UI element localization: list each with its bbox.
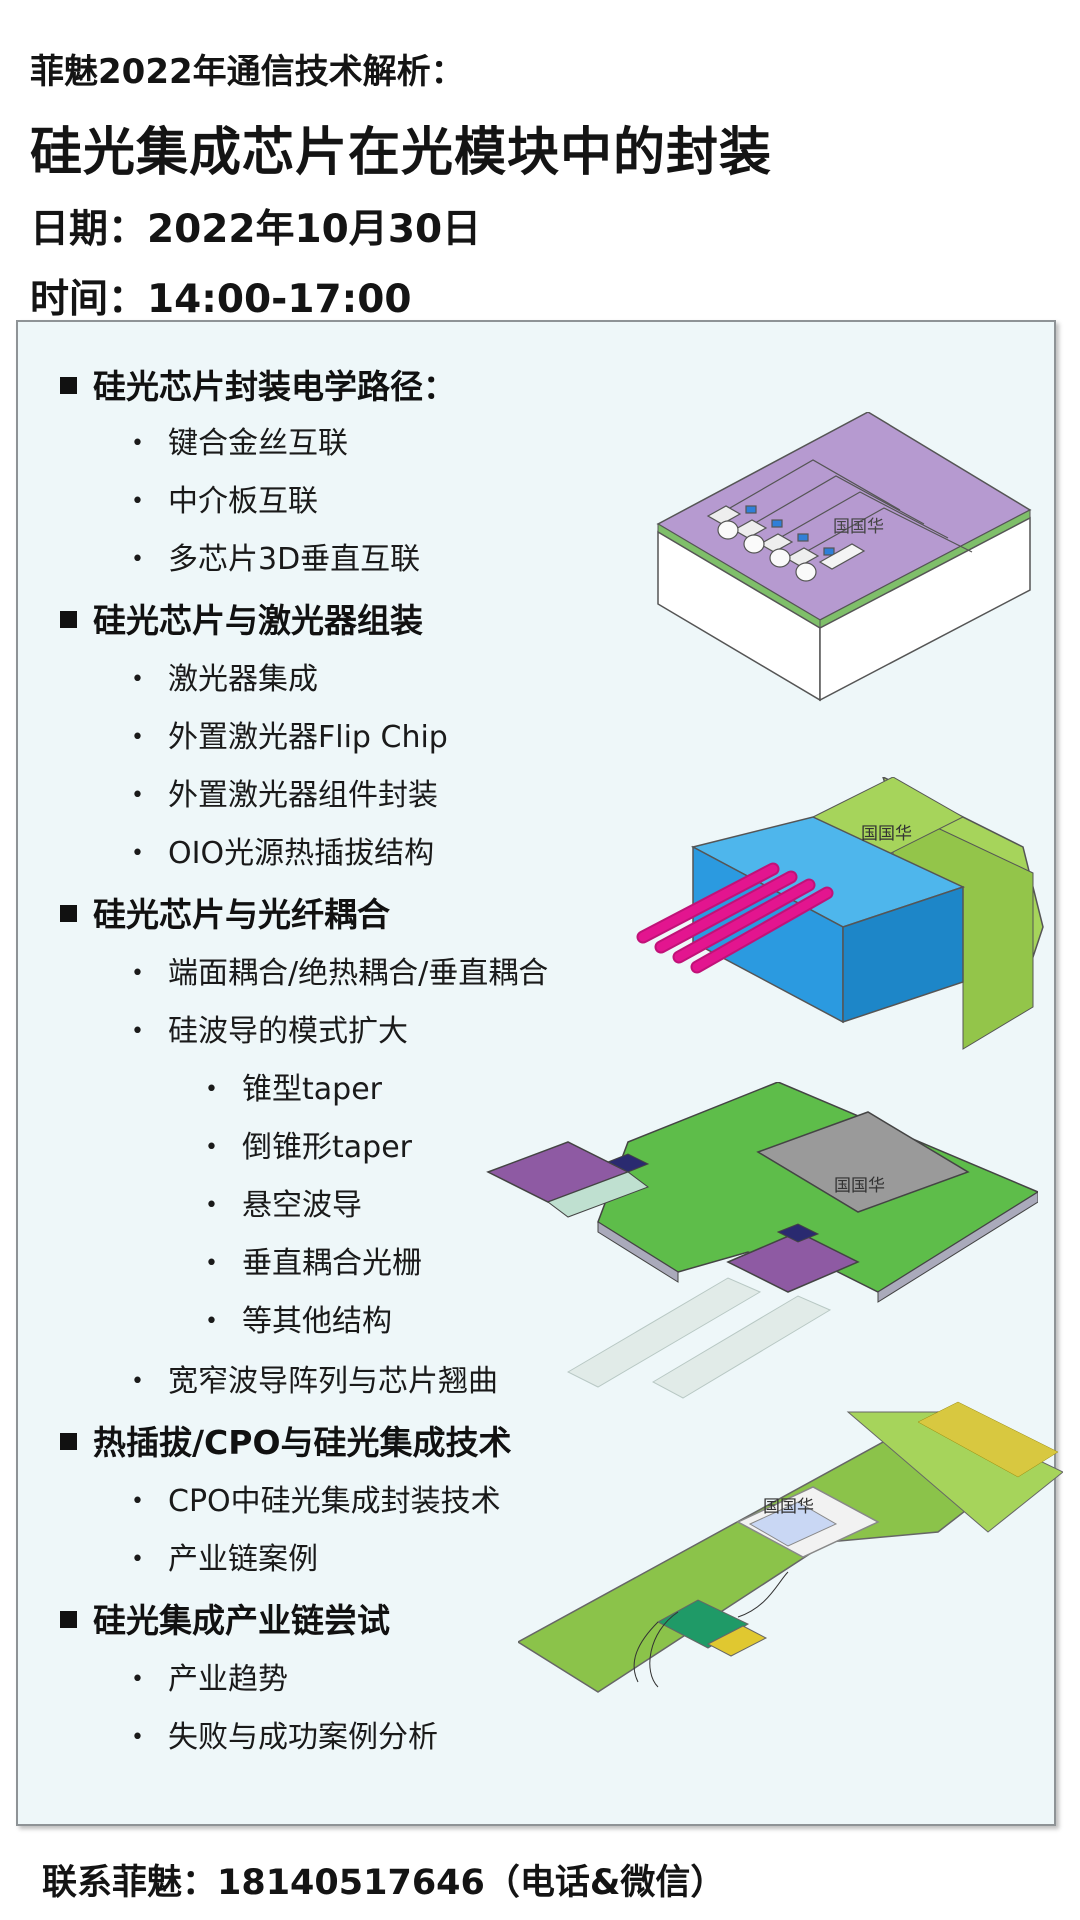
square-bullet-icon [60,1433,77,1450]
bullet-dot-icon: • [131,431,144,456]
outline-text: 外置激光器Flip Chip [168,720,448,755]
cpo-module-board-figure: 国国华 [518,1401,1063,1693]
section-heading: 硅光芯片与光纤耦合 [60,888,390,936]
square-bullet-icon [60,1611,77,1628]
list-item: • 多芯片3D垂直互联 [131,534,420,578]
figure-2-watermark: 国国华 [861,824,912,844]
list-item: • OIO光源热插拔结构 [131,828,434,872]
section-heading: 热插拔/CPO与硅光集成技术 [60,1416,512,1464]
bullet-dot-icon: • [205,1309,218,1334]
outline-text: 多芯片3D垂直互联 [168,542,421,577]
outline-text: 悬空波导 [242,1188,362,1223]
section-heading: 硅光芯片与激光器组装 [60,594,423,642]
subtitle: 菲魅2022年通信技术解析： [30,52,465,92]
outline-text: CPO中硅光集成封装技术 [168,1484,501,1519]
list-item: • 外置激光器Flip Chip [131,712,448,756]
figure-4-watermark: 国国华 [763,1497,814,1517]
figure-3-watermark: 国国华 [834,1176,885,1196]
wire-bond-package-figure: 国国华 [656,412,1032,702]
list-item: • 端面耦合/绝热耦合/垂直耦合 [131,948,548,992]
outline-text: 硅光芯片与激光器组装 [93,601,423,640]
outline-text: 硅光集成产业链尝试 [93,1601,390,1640]
outline-text: 失败与成功案例分析 [168,1720,438,1755]
bullet-dot-icon: • [205,1077,218,1102]
bullet-dot-icon: • [131,1547,144,1572]
list-item: • 等其他结构 [205,1296,392,1340]
outline-text: 激光器集成 [168,662,318,697]
list-item: • 键合金丝互联 [131,418,348,462]
outline-text: OIO光源热插拔结构 [168,836,435,871]
outline-text: 产业链案例 [168,1542,318,1577]
list-item: • 锥型taper [205,1064,382,1108]
bullet-dot-icon: • [131,1019,144,1044]
bullet-dot-icon: • [131,1725,144,1750]
bullet-dot-icon: • [131,841,144,866]
contact-info: 联系菲魅：18140517646（电话&微信） [42,1863,726,1903]
outline-text: 外置激光器组件封装 [168,778,438,813]
bullet-dot-icon: • [131,667,144,692]
section-heading: 硅光芯片封装电学路径： [60,360,456,408]
list-item: • 悬空波导 [205,1180,362,1224]
outline-text: 垂直耦合光栅 [242,1246,422,1281]
bullet-dot-icon: • [131,783,144,808]
outline-text: 硅波导的模式扩大 [168,1014,408,1049]
bullet-dot-icon: • [131,1369,144,1394]
list-item: • 激光器集成 [131,654,318,698]
event-date: 日期：2022年10月30日 [30,207,482,252]
bullet-dot-icon: • [131,1489,144,1514]
outline-text: 中介板互联 [168,484,318,519]
outline-text: 硅光芯片封装电学路径： [93,367,456,406]
outline-text: 硅光芯片与光纤耦合 [93,895,390,934]
content-panel: 硅光芯片封装电学路径： • 键合金丝互联 • 中介板互联 • 多芯片3D垂直互联硅光芯片与激… [16,320,1063,1826]
list-item: • 垂直耦合光栅 [205,1238,422,1282]
square-bullet-icon [60,611,77,628]
list-item: • 倒锥形taper [205,1122,412,1166]
bullet-dot-icon: • [205,1251,218,1276]
list-item: • CPO中硅光集成封装技术 [131,1476,501,1520]
list-item: • 中介板互联 [131,476,318,520]
bullet-dot-icon: • [131,489,144,514]
square-bullet-icon [60,377,77,394]
bullet-dot-icon: • [205,1193,218,1218]
list-item: • 硅波导的模式扩大 [131,1006,408,1050]
outline-text: 端面耦合/绝热耦合/垂直耦合 [168,956,549,991]
outline-text: 产业趋势 [168,1662,288,1697]
page-title: 硅光集成芯片在光模块中的封装 [30,123,773,183]
figure-1-watermark: 国国华 [833,517,884,537]
section-heading: 硅光集成产业链尝试 [60,1594,390,1642]
outline-text: 倒锥形taper [242,1130,412,1165]
bullet-dot-icon: • [131,961,144,986]
bullet-dot-icon: • [131,725,144,750]
square-bullet-icon [60,905,77,922]
outline-text: 锥型taper [242,1072,382,1107]
outline-text: 热插拔/CPO与硅光集成技术 [93,1423,512,1462]
list-item: • 外置激光器组件封装 [131,770,438,814]
bullet-dot-icon: • [205,1135,218,1160]
outline-text: 等其他结构 [242,1304,392,1339]
bullet-dot-icon: • [131,1667,144,1692]
list-item: • 产业链案例 [131,1534,318,1578]
event-time: 时间：14:00-17:00 [30,277,412,322]
grating-coupler-board-figure: 国国华 [486,1082,1038,1399]
outline-text: 键合金丝互联 [168,426,348,461]
laser-fiber-assembly-figure: 国国华 [636,777,1044,1050]
outline-text: 宽窄波导阵列与芯片翘曲 [168,1364,498,1399]
list-item: • 产业趋势 [131,1654,288,1698]
list-item: • 失败与成功案例分析 [131,1712,438,1756]
list-item: • 宽窄波导阵列与芯片翘曲 [131,1356,498,1400]
outline-list: 硅光芯片封装电学路径： • 键合金丝互联 • 中介板互联 • 多芯片3D垂直互联硅光芯片与激… [18,322,1054,1824]
bullet-dot-icon: • [131,547,144,572]
